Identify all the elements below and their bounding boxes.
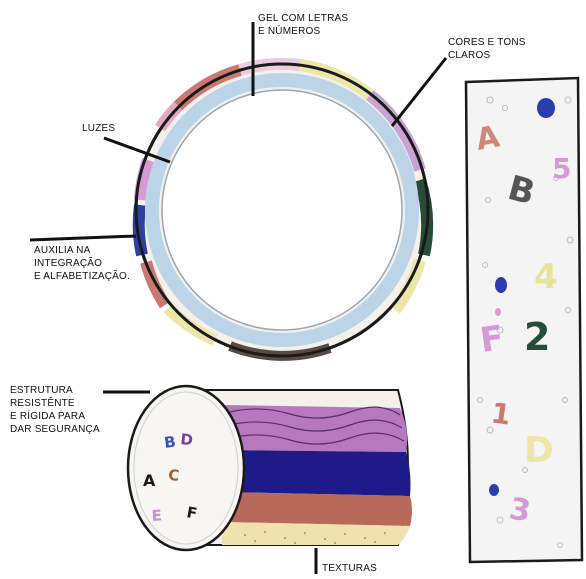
band-sand: [222, 522, 410, 545]
strip-blob-2: [495, 277, 507, 293]
strip-glyph-D: D: [524, 430, 554, 471]
label-estrutura: ESTRUTURA RESISTÊNTE E RÍGIDA PARA DAR S…: [10, 384, 100, 436]
label-cores: CORES E TONS CLAROS: [448, 36, 526, 62]
strip-glyph-2: 2: [524, 315, 550, 359]
leader-auxilia: [30, 236, 136, 240]
cylinder-letter-D: D: [180, 430, 194, 449]
strip-blob-3: [489, 484, 499, 496]
cylinder-end-cap: [128, 386, 244, 550]
ring-hole: [162, 90, 402, 330]
band-navy: [222, 450, 411, 496]
band-brown: [222, 492, 412, 526]
strip-blob-4: [495, 308, 501, 316]
strip-glyph-5: 5: [552, 152, 571, 185]
label-auxilia: AUXILIA NA INTEGRAÇÃO E ALFABETIZAÇÃO.: [34, 244, 130, 283]
cylinder-letter-C: C: [168, 466, 180, 485]
strip-glyph-4: 4: [534, 257, 558, 297]
label-gel: GEL COM LETRAS E NÚMEROS: [258, 12, 348, 38]
cylinder-letter-A: A: [143, 471, 156, 490]
leader-cores: [392, 58, 446, 126]
label-texturas: TEXTURAS: [322, 562, 377, 575]
label-luzes: LUZES: [82, 122, 115, 135]
band-purple: [222, 405, 407, 452]
ring-device: [136, 64, 428, 356]
strip-blob-1: [537, 98, 555, 118]
cylinder-letter-E: E: [151, 506, 162, 525]
